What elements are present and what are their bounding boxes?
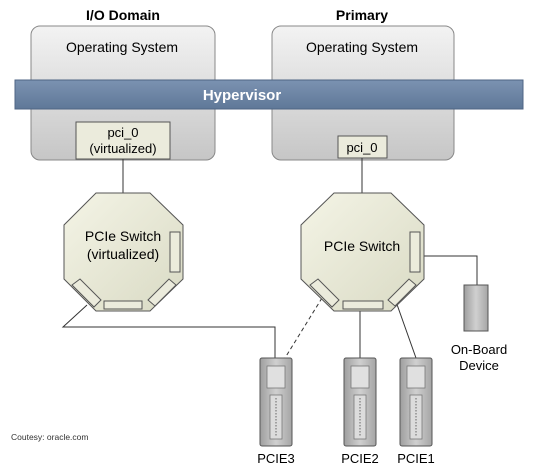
hypervisor-band: [14, 79, 524, 110]
io-pcie-switch-octagon: [63, 192, 184, 312]
onboard-device-sublabel: Device: [459, 358, 499, 373]
hypervisor-label: Hypervisor: [203, 87, 282, 104]
pcie3-label: PCIE3: [257, 451, 295, 466]
io-domain-port-sublabel: (virtualized): [89, 141, 156, 156]
primary-switch-to-pcie1-line: [393, 295, 417, 359]
io-domain-port-label: pci_0: [107, 125, 138, 140]
primary-domain-port-label: pci_0: [346, 140, 377, 155]
io-pcie-switch-label: PCIe Switch: [85, 228, 161, 244]
primary-switch-bottom-right-port: [387, 278, 417, 307]
primary-switch-bottom-left-port: [309, 278, 340, 308]
primary-domain-title: Primary: [336, 7, 388, 23]
primary-switch-right-port: [409, 231, 421, 273]
io-domain-title: I/O Domain: [86, 7, 160, 23]
io-switch-bottom-left-port: [71, 278, 102, 308]
io-switch-bottom-right-port: [147, 278, 177, 307]
io-switch-bottom-port: [103, 300, 143, 310]
pcie3-card: [259, 357, 293, 447]
primary-pcie-switch-octagon: [300, 192, 425, 312]
primary-switch-bottom-port: [342, 300, 384, 310]
onboard-device-box: [463, 284, 489, 332]
onboard-device-label: On-Board: [451, 342, 507, 357]
io-switch-to-pcie3-line: [61, 304, 276, 358]
primary-domain-os-label: Operating System: [306, 39, 418, 55]
io-domain-port: [75, 121, 171, 160]
io-switch-right-port: [169, 231, 181, 273]
io-pcie-switch-sublabel: (virtualized): [87, 246, 159, 262]
pcie2-card: [343, 357, 377, 447]
pcie2-label: PCIE2: [341, 451, 379, 466]
io-domain-os-label: Operating System: [66, 39, 178, 55]
primary-pcie-switch-label: PCIe Switch: [324, 238, 400, 254]
pcie1-label: PCIE1: [397, 451, 435, 466]
credit-text: Coutesy: oracle.com: [11, 432, 88, 442]
pcie1-card: [399, 357, 433, 447]
primary-switch-to-onboard-line: [424, 255, 478, 285]
primary-switch-to-pcie3-dashed-line: [284, 297, 323, 359]
connection-lines: [61, 158, 478, 359]
